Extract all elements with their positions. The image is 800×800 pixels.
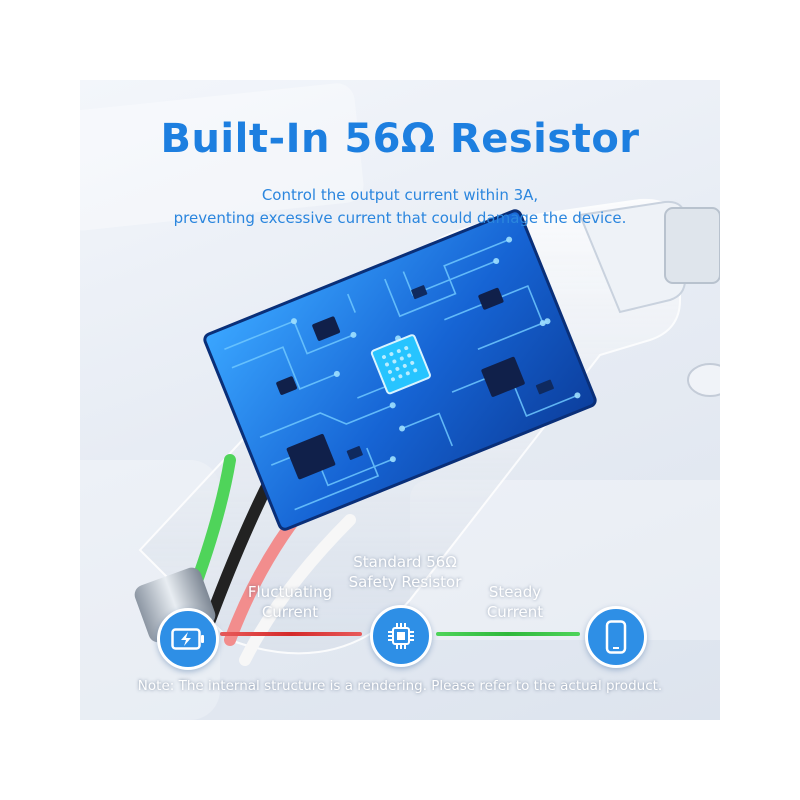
safety-resistor-label: Standard 56Ω Safety Resistor: [330, 552, 480, 592]
fluctuating-label-line-2: Current: [261, 603, 319, 621]
circuit-board: [203, 209, 597, 531]
resistor-label-line-1: Standard 56Ω: [353, 553, 457, 571]
fluctuating-current-line: [220, 632, 362, 636]
product-graphic: Built-In 56Ω Resistor Control the output…: [80, 80, 720, 720]
fluctuating-label-line-1: Fluctuating: [247, 583, 333, 601]
steady-label-line-1: Steady: [488, 583, 542, 601]
page-title: Built-In 56Ω Resistor: [160, 116, 640, 162]
subtitle-line-2: preventing excessive current that could …: [173, 209, 627, 227]
cable-illustration: [80, 83, 720, 720]
disclaimer-note: Note: The internal structure is a render…: [137, 678, 663, 694]
smartphone-icon: [605, 620, 627, 654]
device-node: [585, 606, 647, 668]
subtitle-line-1: Control the output current within 3A,: [261, 186, 539, 204]
battery-node: [157, 608, 219, 670]
steady-current-line: [436, 632, 580, 636]
fluctuating-current-label: Fluctuating Current: [230, 582, 350, 622]
resistor-node: [370, 605, 432, 667]
steady-current-label: Steady Current: [465, 582, 565, 622]
battery-charging-icon: [171, 628, 204, 650]
steady-label-line-2: Current: [486, 603, 544, 621]
resistor-label-line-2: Safety Resistor: [348, 573, 462, 591]
chip-icon: [388, 623, 414, 649]
